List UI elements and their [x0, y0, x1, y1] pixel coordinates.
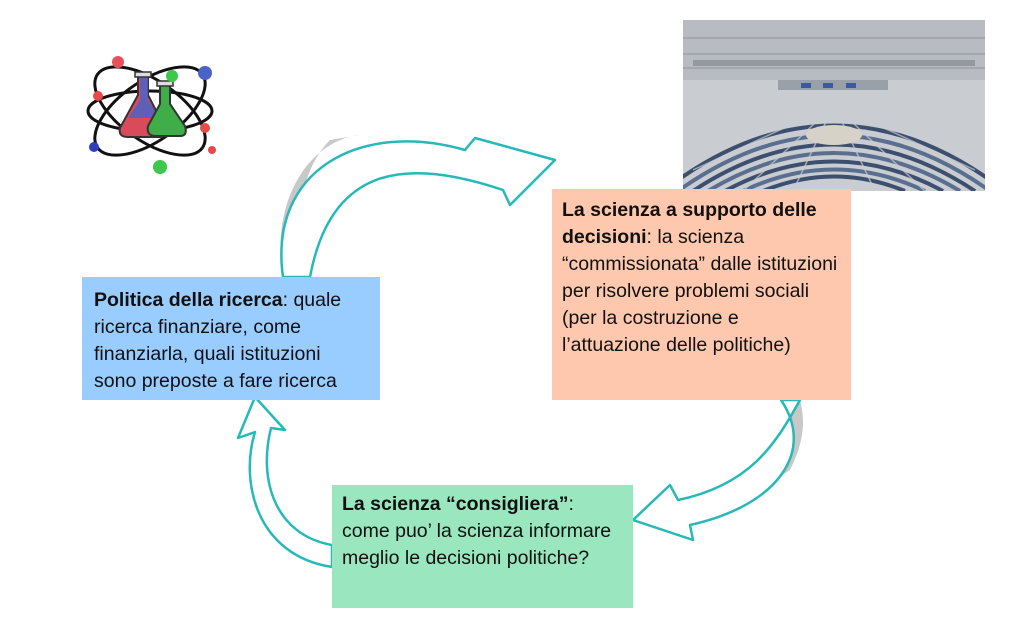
research-policy-box: Politica della ricerca: quale ricerca fi… — [82, 277, 380, 400]
arrow-support-to-advice-body — [631, 398, 802, 542]
science-advice-box: La scienza “consigliera”: come puo’ la s… — [332, 485, 633, 608]
arrow-policy-to-support-body — [280, 136, 557, 279]
arrow-support-to-advice-shadow — [775, 400, 803, 480]
science-advice-title: La scienza “consigliera” — [342, 493, 569, 515]
research-policy-title: Politica della ricerca — [94, 289, 283, 311]
arrow-policy-to-support — [280, 135, 557, 279]
science-support-box: La scienza a supporto delle decisioni: l… — [552, 189, 851, 400]
research-policy-text: : quale ricerca finanziare, come finanzi… — [94, 289, 342, 392]
science-advice-text: : come puo’ la scienza informare meglio … — [342, 493, 612, 569]
parliament-hemicycle-photo — [683, 20, 985, 191]
arrow-support-to-advice — [631, 398, 803, 542]
science-support-text: : la scienza “commissionata” dalle istit… — [562, 226, 838, 356]
science-support-title: La scienza a supporto delle decisioni — [562, 199, 817, 248]
